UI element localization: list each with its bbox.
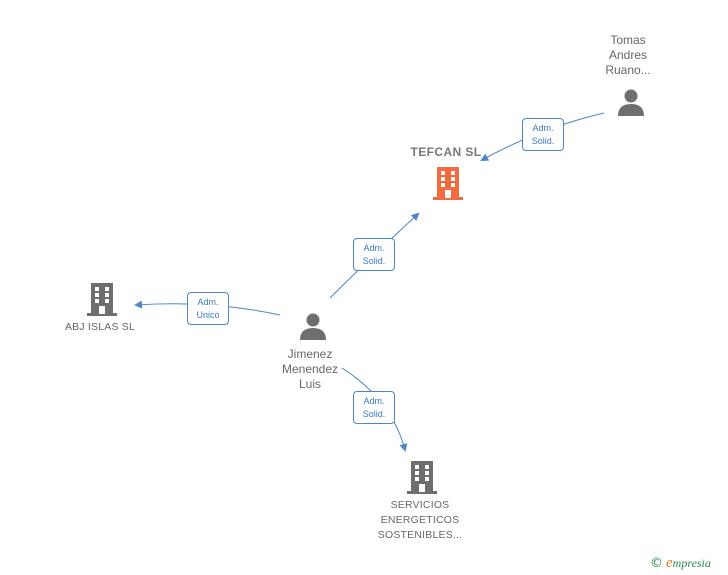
copyright-symbol: © xyxy=(650,556,663,571)
person-name-line3: Luis xyxy=(298,377,321,391)
person-name-line2: Andres xyxy=(608,48,648,62)
company-label-servicios[interactable]: SERVICIOS ENERGETICOS SOSTENIBLES... xyxy=(360,498,480,543)
building-icon[interactable] xyxy=(86,282,118,316)
person-icon[interactable] xyxy=(298,312,328,340)
edge-role-line2: Solid. xyxy=(531,136,555,146)
person-name-line1: Jimenez xyxy=(287,347,333,361)
company-label-abj[interactable]: ABJ ISLAS SL xyxy=(64,321,136,333)
building-icon[interactable] xyxy=(406,460,438,494)
edge-role-line1: Adm. xyxy=(197,297,219,307)
company-name-line1: SERVICIOS xyxy=(390,499,450,511)
brand-initial: e xyxy=(666,555,673,571)
main-company-label[interactable]: TEFCAN SL xyxy=(410,145,482,159)
person-label-tomas[interactable]: Tomas Andres Ruano... xyxy=(588,33,668,78)
brand-name: mpresia xyxy=(672,556,711,570)
person-icon[interactable] xyxy=(616,88,646,116)
building-icon[interactable] xyxy=(432,166,464,200)
person-label-jimenez[interactable]: Jimenez Menendez Luis xyxy=(270,347,350,392)
edge-role-line2: Solid. xyxy=(362,409,386,419)
person-name-line2: Menendez xyxy=(281,362,339,376)
company-name-line3: SOSTENIBLES... xyxy=(377,529,463,541)
edge-role-line1: Adm. xyxy=(363,243,385,253)
empresia-watermark: © empresia xyxy=(650,555,711,572)
edge-role-line1: Adm. xyxy=(363,396,385,406)
edge-role-line2: Unico xyxy=(196,310,220,320)
edge-badge-tomas-tefcan[interactable]: Adm. Solid. xyxy=(522,118,564,151)
company-name-line2: ENERGETICOS xyxy=(380,514,460,526)
edge-role-line1: Adm. xyxy=(532,123,554,133)
person-name-line3: Ruano... xyxy=(605,63,651,77)
edge-badge-jimenez-abj[interactable]: Adm. Unico xyxy=(187,292,229,325)
edge-role-line2: Solid. xyxy=(362,256,386,266)
edge-badge-jimenez-servicios[interactable]: Adm. Solid. xyxy=(353,391,395,424)
edge-badge-jimenez-tefcan[interactable]: Adm. Solid. xyxy=(353,238,395,271)
person-name-line1: Tomas xyxy=(610,33,646,47)
